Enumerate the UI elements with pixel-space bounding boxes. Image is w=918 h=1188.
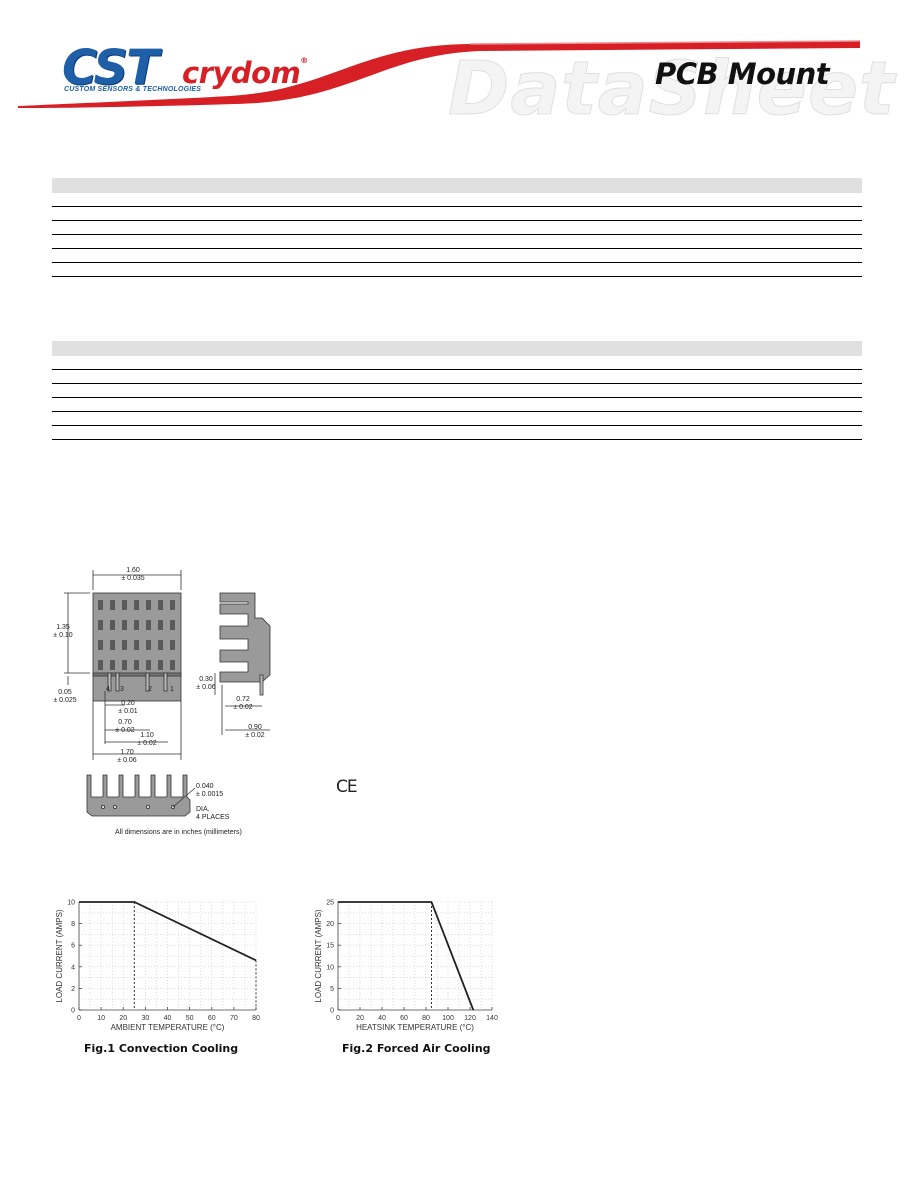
x-tick-label: 0	[77, 1015, 81, 1022]
x-tick-label: 60	[208, 1015, 216, 1022]
y-tick-label: 0	[71, 1008, 75, 1015]
x-tick-label: 20	[356, 1015, 364, 1022]
mechanical-drawing	[64, 570, 271, 817]
table-row	[52, 249, 862, 263]
table-row	[52, 356, 862, 370]
chart-2-title: Fig.2 Forced Air Cooling	[342, 1042, 491, 1055]
table-header	[52, 178, 862, 193]
y-tick-label: 8	[71, 921, 75, 928]
dim-total: 1.70± 0.06	[117, 749, 137, 764]
dim-offset: 0.05± 0.025	[53, 689, 77, 704]
x-tick-label: 60	[400, 1015, 408, 1022]
y-tick-label: 25	[326, 900, 334, 907]
table-row	[52, 235, 862, 249]
dim-pin-span1: 0.70± 0.02	[115, 719, 135, 734]
dim-pin-len: 0.30± 0.06	[196, 676, 216, 691]
x-tick-label: 120	[464, 1015, 476, 1022]
x-tick-label: 10	[97, 1015, 105, 1022]
hole-note: DIA.4 PLACES	[196, 806, 230, 821]
x-axis-label: AMBIENT TEMPERATURE (°C)	[111, 1023, 225, 1032]
chart-1-title: Fig.1 Convection Cooling	[84, 1042, 239, 1055]
datasheet-watermark: DataSheet	[447, 46, 896, 133]
dimension-note: All dimensions are in inches (millimeter…	[115, 829, 242, 836]
x-tick-label: 70	[230, 1015, 238, 1022]
x-tick-label: 40	[164, 1015, 172, 1022]
y-tick-label: 10	[67, 900, 75, 907]
pin-label: 1	[170, 686, 174, 693]
table-row	[52, 412, 862, 426]
pin-label: 4	[106, 686, 110, 693]
spec-table-1	[52, 178, 862, 277]
table-row	[52, 370, 862, 384]
dim-width-top: 1.60± 0.035	[121, 567, 145, 582]
cst-logo-subtitle: CUSTOM SENSORS & TECHNOLOGIES	[64, 86, 202, 93]
side-view	[214, 592, 271, 735]
registered-mark: ®	[300, 56, 308, 65]
y-tick-label: 5	[330, 986, 334, 993]
table-header	[52, 341, 862, 356]
y-axis-label: LOAD CURRENT (AMPS)	[314, 909, 323, 1003]
y-tick-label: 15	[326, 943, 334, 950]
dim-hole: 0.040± 0.0015	[196, 783, 224, 798]
table-row	[52, 398, 862, 412]
y-tick-label: 0	[330, 1008, 334, 1015]
table-row	[52, 207, 862, 221]
x-tick-label: 40	[378, 1015, 386, 1022]
y-axis-label: LOAD CURRENT (AMPS)	[55, 909, 64, 1003]
cst-logo: CST	[62, 40, 159, 96]
spec-table-2	[52, 341, 862, 440]
y-tick-label: 10	[326, 964, 334, 971]
header: DataSheet CST CUSTOM SENSORS & TECHNOLOG…	[0, 0, 918, 133]
crydom-logo: crydom®	[182, 56, 308, 90]
y-tick-label: 20	[326, 921, 334, 928]
dim-depth2: 0.90± 0.02	[245, 724, 265, 739]
table-row	[52, 263, 862, 277]
dim-height: 1.35± 0.10	[53, 624, 73, 639]
series-line	[79, 901, 257, 962]
pin-label: 3	[120, 686, 124, 693]
dim-pin-span2: 1.10± 0.02	[137, 732, 157, 747]
y-tick-label: 4	[71, 964, 75, 971]
dim-depth1: 0.72± 0.02	[233, 696, 253, 711]
crydom-wordmark: crydom	[182, 56, 301, 90]
x-tick-label: 50	[186, 1015, 194, 1022]
x-tick-label: 20	[119, 1015, 127, 1022]
y-tick-label: 6	[71, 943, 75, 950]
page-title: PCB Mount	[655, 57, 830, 91]
series-line	[338, 901, 475, 1011]
bottom-view	[86, 774, 196, 817]
header-swoosh	[18, 40, 861, 108]
front-view	[64, 570, 182, 760]
x-tick-label: 0	[336, 1015, 340, 1022]
table-row	[52, 193, 862, 207]
dim-pin-space: 0.20± 0.01	[118, 700, 138, 715]
pin-label: 2	[148, 686, 152, 693]
x-tick-label: 80	[252, 1015, 260, 1022]
x-tick-label: 30	[141, 1015, 149, 1022]
table-row	[52, 426, 862, 440]
table-row	[52, 221, 862, 235]
x-tick-label: 140	[486, 1015, 498, 1022]
ce-mark-icon: CE	[336, 777, 358, 797]
y-tick-label: 2	[71, 986, 75, 993]
x-tick-label: 100	[442, 1015, 454, 1022]
table-row	[52, 384, 862, 398]
x-tick-label: 80	[422, 1015, 430, 1022]
x-axis-label: HEATSINK TEMPERATURE (°C)	[356, 1023, 474, 1032]
